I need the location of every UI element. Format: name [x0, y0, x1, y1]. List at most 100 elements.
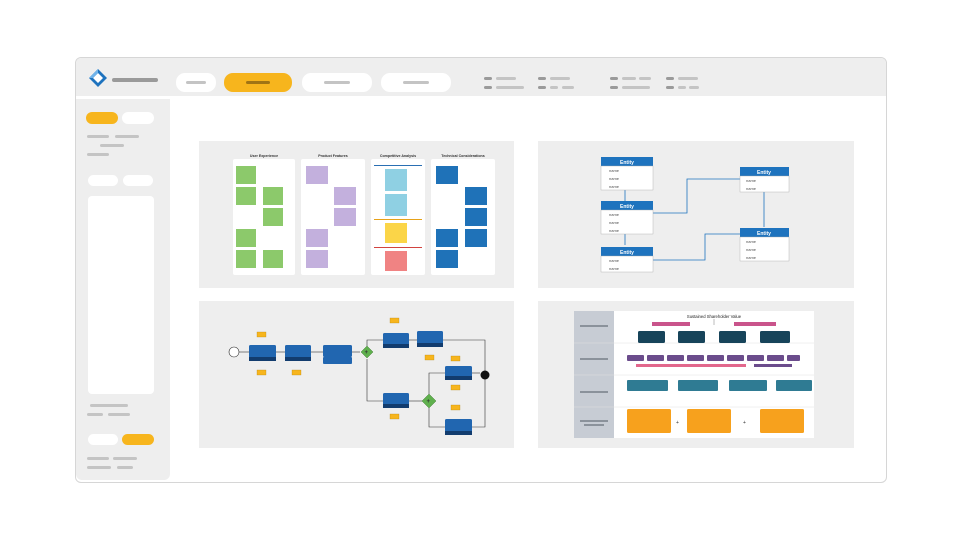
entity-3: Entity name name: [600, 247, 654, 273]
sticky-note: [334, 208, 356, 226]
svg-text:name: name: [746, 239, 757, 244]
column-title: Technical Considerations: [441, 154, 484, 158]
toggle-option-2[interactable]: [122, 112, 154, 124]
sticky-note: [436, 229, 458, 247]
end-event: [480, 370, 490, 380]
entity-5: Entity name name name: [739, 228, 790, 262]
brainstorm-board: User Experience Product Features: [233, 154, 495, 275]
entity-4: Entity name name: [739, 167, 790, 193]
tab-label-placeholder: [403, 81, 429, 84]
app-window: User Experience Product Features: [75, 57, 887, 483]
tab-3[interactable]: [302, 73, 372, 92]
pink-objective: [734, 322, 776, 326]
tab-label-placeholder: [324, 81, 350, 84]
entity-title: Entity: [620, 204, 634, 210]
svg-text:name: name: [609, 184, 620, 189]
template-thumbnail-strategy-map[interactable]: Sustained Shareholder Value: [538, 301, 854, 448]
sticky-note: [385, 194, 407, 216]
left-sidebar: [76, 99, 170, 480]
template-thumbnail-erd[interactable]: Entity name name name Entity name name n…: [538, 141, 854, 288]
entity-title: Entity: [620, 250, 634, 256]
svg-text:name: name: [609, 258, 620, 263]
sticky-note: [236, 229, 256, 247]
erd-diagram: Entity name name name Entity name name n…: [600, 157, 790, 273]
financial-objectives: [638, 331, 790, 343]
customer-objectives: [627, 355, 800, 361]
svg-text:name: name: [746, 178, 757, 183]
toggle-option-1[interactable]: [86, 112, 118, 124]
svg-text:+: +: [427, 399, 431, 405]
tab-label-placeholder: [186, 81, 206, 84]
column-competitive-analysis: Competitive Analysis: [371, 154, 425, 275]
learning-objectives: [627, 409, 804, 433]
strategy-map: Sustained Shareholder Value: [574, 311, 814, 438]
column-title: Product Features: [318, 154, 348, 158]
sticky-note: [236, 166, 256, 184]
action-pill-2[interactable]: [122, 434, 154, 445]
tab-1[interactable]: [176, 73, 216, 92]
entity-2: Entity name name name: [600, 201, 654, 235]
action-pill-1[interactable]: [88, 434, 118, 445]
svg-text:name: name: [609, 266, 620, 271]
svg-text:name: name: [609, 212, 620, 217]
start-event: [228, 346, 240, 358]
sticky-note: [334, 187, 356, 205]
sticky-note: [263, 250, 283, 268]
sticky-note: [465, 187, 487, 205]
task: [323, 357, 352, 364]
sticky-note: [236, 250, 256, 268]
entity-title: Entity: [757, 170, 771, 176]
svg-text:name: name: [609, 228, 620, 233]
svg-text:name: name: [746, 186, 757, 191]
entity-title: Entity: [757, 231, 771, 237]
top-toolbar: [76, 58, 886, 96]
gateway: [360, 345, 374, 359]
sticky-note: [306, 229, 328, 247]
sticky-note: [385, 223, 407, 243]
diamond-logo-icon[interactable]: [88, 68, 108, 88]
entity-title: Entity: [620, 160, 634, 166]
bpmn-data-objects: [256, 317, 461, 420]
column-user-experience: User Experience: [233, 154, 295, 275]
entity-1: Entity name name name: [600, 157, 654, 191]
filter-pill-2[interactable]: [123, 175, 153, 186]
app-name-placeholder: [112, 78, 158, 82]
column-technical-considerations: Technical Considerations: [431, 154, 495, 275]
sticky-note: [436, 166, 458, 184]
gateway: [421, 393, 437, 409]
template-thumbnail-brainstorm[interactable]: User Experience Product Features: [199, 141, 514, 288]
svg-text:name: name: [609, 220, 620, 225]
sticky-note: [465, 208, 487, 226]
strategy-map-title: Sustained Shareholder Value: [687, 314, 742, 319]
sticky-note: [236, 187, 256, 205]
filter-pill-1[interactable]: [88, 175, 118, 186]
tab-2-active[interactable]: [224, 73, 292, 92]
template-thumbnail-bpmn[interactable]: + +: [199, 301, 514, 448]
bpmn-flows: [239, 339, 486, 428]
column-title: Competitive Analysis: [380, 154, 416, 158]
sticky-note: [385, 169, 407, 191]
svg-text:name: name: [609, 176, 620, 181]
sticky-note: [306, 166, 328, 184]
sticky-note: [263, 208, 283, 226]
tab-label-placeholder: [246, 81, 270, 84]
svg-text:name: name: [746, 255, 757, 260]
perspective-labels-column: [574, 311, 614, 438]
sidebar-content-panel[interactable]: [88, 196, 154, 394]
sticky-note: [465, 229, 487, 247]
column-product-features: Product Features: [301, 154, 365, 275]
sticky-note: [263, 187, 283, 205]
svg-text:+: +: [743, 420, 746, 426]
svg-text:name: name: [609, 168, 620, 173]
sticky-note: [306, 250, 328, 268]
bpmn-diagram: + +: [228, 317, 490, 435]
bpmn-gateways: [360, 345, 437, 409]
svg-text:name: name: [746, 247, 757, 252]
internal-objectives: [627, 380, 812, 391]
column-title: User Experience: [250, 154, 278, 158]
sticky-note: [436, 250, 458, 268]
sticky-note: [385, 251, 407, 271]
tab-4[interactable]: [381, 73, 451, 92]
pink-objective: [652, 322, 690, 326]
svg-text:+: +: [365, 350, 369, 356]
